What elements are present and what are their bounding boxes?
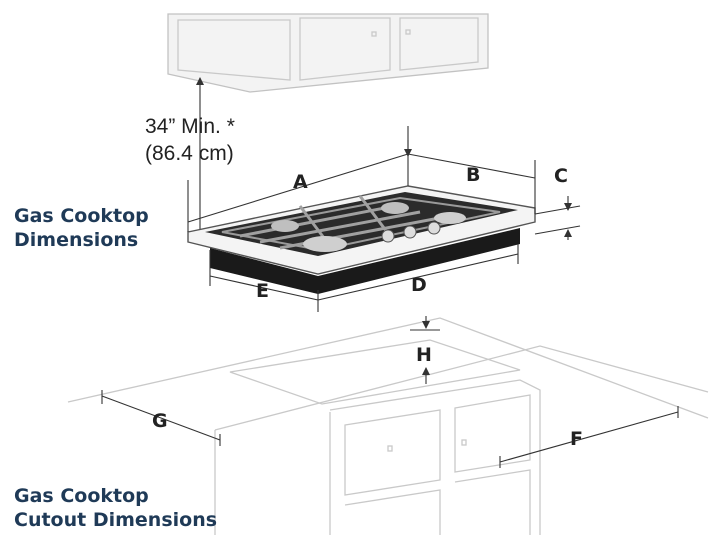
dimension-lines (101, 126, 679, 468)
cutout-heading-line-2: Cutout Dimensions (14, 509, 218, 531)
cooktop-illustration (187, 185, 536, 294)
cutout-heading-line-1: Gas Cooktop (14, 485, 149, 507)
clearance-line-2: (86.4 cm) (145, 142, 234, 165)
dimension-label-b: B (466, 164, 480, 186)
cutout-dimensions-heading: Gas Cooktop Cutout Dimensions (14, 484, 217, 532)
dimension-label-d: D (411, 274, 427, 296)
dimension-label-c: C (554, 165, 568, 187)
clearance-dimension: 34” Min. * (86.4 cm) (145, 77, 235, 232)
dimension-label-f: F (570, 428, 583, 450)
dimension-label-e: E (256, 280, 269, 302)
dimension-label-a: A (293, 171, 308, 193)
cooktop-heading-line-2: Dimensions (14, 229, 139, 251)
cooktop-heading-line-1: Gas Cooktop (14, 205, 149, 227)
countertop-base (67, 317, 709, 535)
cooktop-dimensions-heading: Gas Cooktop Dimensions (14, 204, 149, 252)
dimension-label-g: G (152, 410, 168, 432)
dimension-label-h: H (416, 344, 432, 366)
clearance-line-1: 34” Min. * (145, 115, 235, 138)
upper-cabinet (167, 13, 489, 93)
